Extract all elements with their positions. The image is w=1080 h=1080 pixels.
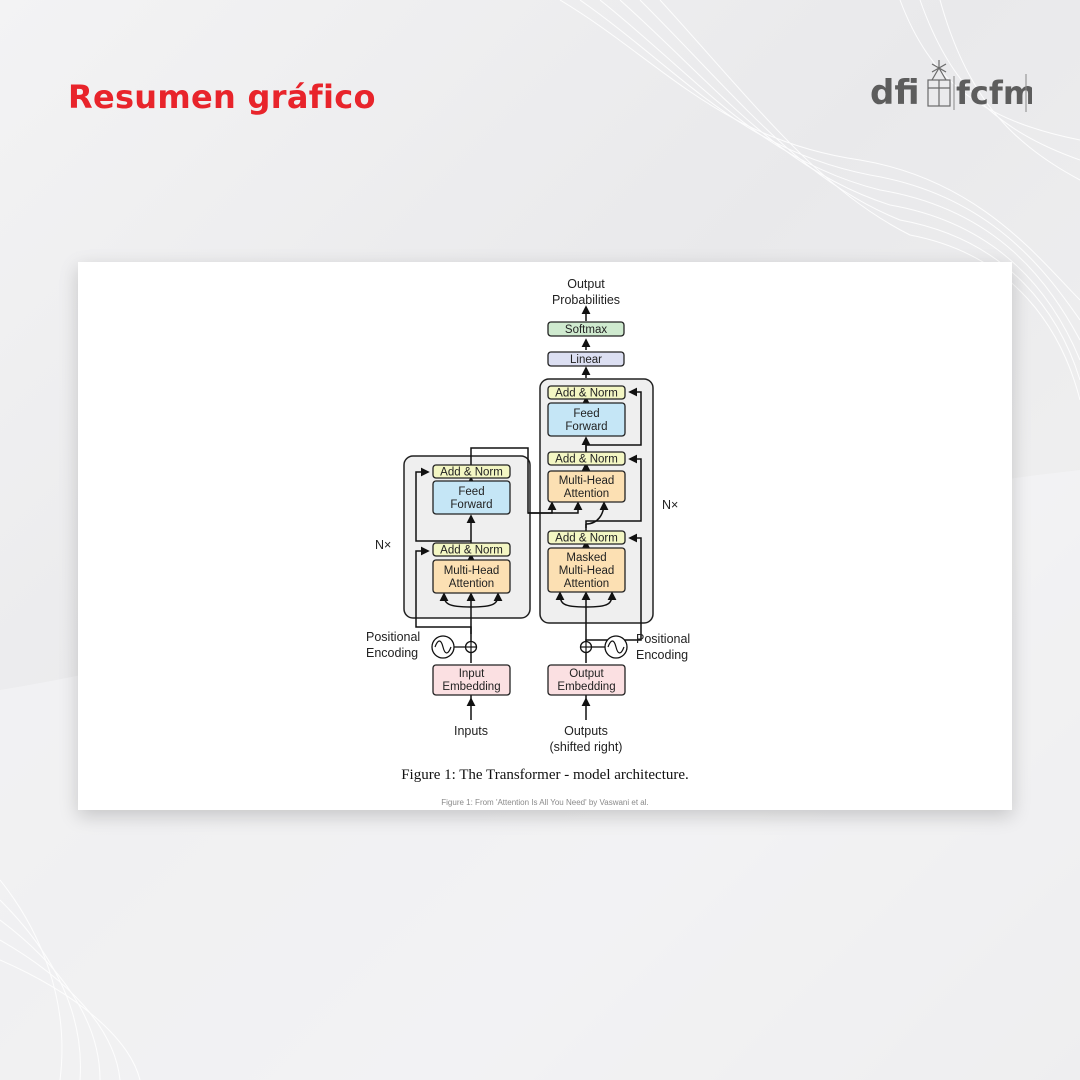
encoder-attn-add-norm: Add & Norm [440,545,503,557]
masked-mha-line3: Attention [564,578,609,590]
building-emblem-icon [927,60,951,107]
encoder-ffn-add-norm: Add & Norm [440,467,503,479]
figure-credit: Figure 1: From 'Attention Is All You Nee… [441,798,649,807]
decoder-positional-line1: Positional [636,632,690,646]
decoder-cross-add-norm: Add & Norm [555,454,618,466]
output-probabilities-line2: Probabilities [552,293,620,307]
masked-mha-line2: Multi-Head [559,565,615,577]
output-embedding-line1: Output [569,668,604,680]
page-title: Resumen gráfico [68,78,376,116]
logo-dfi-text: dfi [870,73,920,113]
softmax-box: Softmax [565,324,607,336]
output-probabilities-line1: Output [567,277,605,291]
decoder-mha-line1: Multi-Head [559,475,615,487]
input-embedding-line1: Input [459,668,485,680]
outputs-label-line2: (shifted right) [550,740,623,754]
decoder-feed-forward-line2: Forward [565,421,607,433]
figure-panel: Add & Norm Feed Forward Add & Norm Multi… [78,262,1012,810]
decoder-feed-forward-line1: Feed [573,408,599,420]
decoder-ffn-add-norm: Add & Norm [555,388,618,400]
decoder-nx-label: N× [662,498,678,512]
encoder-positional-line2: Encoding [366,646,418,660]
linear-box: Linear [570,354,602,366]
masked-mha-line1: Masked [566,552,606,564]
inputs-label: Inputs [454,724,488,738]
figure-caption: Figure 1: The Transformer - model archit… [401,767,689,783]
encoder-positional-line1: Positional [366,630,420,644]
decoder-positional-line2: Encoding [636,648,688,662]
decoder-mha-line2: Attention [564,488,609,500]
output-embedding-line2: Embedding [557,681,615,693]
encoder-mha-line2: Attention [449,578,494,590]
encoder-feed-forward-line1: Feed [458,486,484,498]
logo-fcfm-text: fcfm [956,74,1032,112]
input-embedding-line2: Embedding [442,681,500,693]
encoder-stack [403,455,531,619]
outputs-label-line1: Outputs [564,724,608,738]
transformer-architecture-diagram: Add & Norm Feed Forward Add & Norm Multi… [366,277,690,754]
encoder-nx-label: N× [375,538,391,552]
decoder-masked-add-norm: Add & Norm [555,533,618,545]
dfi-fcfm-logo: dfi fcfm [870,60,1032,113]
encoder-feed-forward-line2: Forward [450,499,492,511]
encoder-mha-line1: Multi-Head [444,565,500,577]
